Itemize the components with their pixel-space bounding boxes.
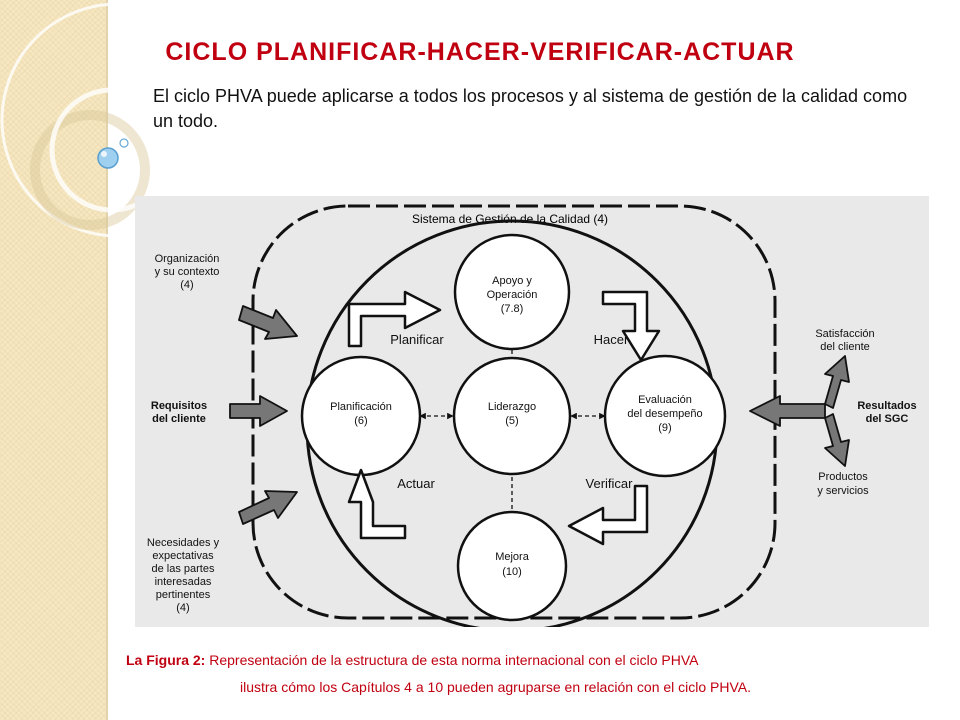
figure-caption-line2: ilustra cómo los Capítulos 4 a 10 pueden… <box>240 679 752 695</box>
input-arrow-requisitos <box>229 395 288 427</box>
output-productos-line1: Productos <box>818 471 868 483</box>
input-necesidades-line5: pertinentes <box>156 589 211 601</box>
node-evaluacion <box>603 354 727 478</box>
input-requisitos-line2: del cliente <box>152 413 206 425</box>
output-satisfaccion-line1: Satisfacción <box>815 328 874 340</box>
input-organizacion-line2: y su contexto <box>155 266 220 278</box>
output-resultados-line1: Resultados <box>857 400 916 412</box>
node-apoyo-line1: Apoyo y <box>492 275 532 287</box>
figure-caption-line1: La Figura 2: Representación de la estruc… <box>126 652 698 668</box>
input-organizacion-line3: (4) <box>180 279 193 291</box>
node-liderazgo-line2: (5) <box>505 415 518 427</box>
node-evaluacion-line2: del desempeño <box>627 408 702 420</box>
output-productos-line2: y servicios <box>817 485 869 497</box>
cycle-arrow-hacer <box>601 290 661 362</box>
band-divider <box>106 0 108 720</box>
input-necesidades-line3: de las partes <box>152 563 215 575</box>
phase-verificar: Verificar <box>586 476 634 491</box>
node-liderazgo-line1: Liderazgo <box>488 401 536 413</box>
input-necesidades-line2: expectativas <box>152 550 214 562</box>
cycle-arrow-planificar <box>347 290 442 348</box>
output-arrow-main <box>749 395 826 427</box>
node-planificacion-line2: (6) <box>354 415 367 427</box>
node-evaluacion-line1: Evaluación <box>638 394 692 406</box>
node-planificacion-line1: Planificación <box>330 401 392 413</box>
small-bubble-icon <box>119 138 129 148</box>
cycle-arrow-verificar <box>567 484 649 546</box>
node-apoyo-line3: (7.8) <box>501 303 524 315</box>
pdca-diagram: Sistema de Gestión de la Calidad (4) Apo… <box>147 204 917 627</box>
input-arrow-necesidades <box>238 490 298 525</box>
output-arrow-satisfaccion <box>824 355 850 409</box>
blue-bubble-icon <box>97 147 119 169</box>
node-mejora <box>456 510 568 622</box>
cycle-arrow-actuar <box>347 468 407 540</box>
decorative-circles <box>0 2 200 238</box>
input-requisitos-line1: Requisitos <box>151 400 207 412</box>
phase-actuar: Actuar <box>397 476 435 491</box>
figure-caption-text1: Representación de la estructura de esta … <box>209 652 699 668</box>
node-mejora-line1: Mejora <box>495 551 530 563</box>
output-arrow-productos <box>824 413 850 467</box>
output-resultados-line2: del SGC <box>866 413 909 425</box>
node-mejora-line2: (10) <box>502 566 522 578</box>
input-necesidades-line1: Necesidades y <box>147 537 220 549</box>
node-liderazgo <box>452 356 572 476</box>
input-arrow-organizacion <box>238 305 298 340</box>
slide-title: CICLO PLANIFICAR-HACER-VERIFICAR-ACTUAR <box>165 38 795 66</box>
input-necesidades-line6: (4) <box>176 602 189 614</box>
input-organizacion-line1: Organización <box>155 253 220 265</box>
node-evaluacion-line3: (9) <box>658 422 671 434</box>
decorative-left-band <box>0 0 106 720</box>
phase-planificar: Planificar <box>390 332 444 347</box>
phase-hacer: Hacer <box>594 332 629 347</box>
node-apoyo <box>453 233 571 351</box>
node-apoyo-line2: Operación <box>487 289 538 301</box>
figure-caption-label: La Figura 2: <box>126 652 206 668</box>
slide-subtitle: El ciclo PHVA puede aplicarse a todos lo… <box>153 86 908 131</box>
input-necesidades-line4: interesadas <box>155 576 212 588</box>
output-satisfaccion-line2: del cliente <box>820 341 870 353</box>
qms-label: Sistema de Gestión de la Calidad (4) <box>412 212 608 226</box>
